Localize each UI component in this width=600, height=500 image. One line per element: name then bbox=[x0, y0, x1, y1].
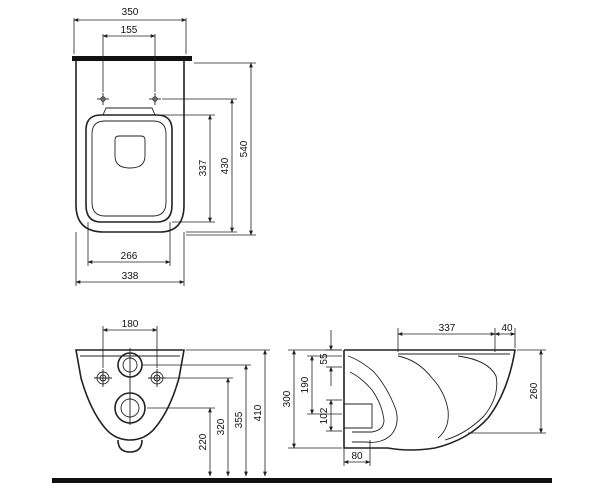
wall-mount-bar bbox=[72, 56, 192, 61]
top-view: 350 155 337 430 540 266 338 bbox=[72, 7, 256, 286]
front-body-outline bbox=[75, 349, 185, 441]
dim-overall-depth: 540 bbox=[239, 140, 250, 157]
dim-overall-height: 410 bbox=[253, 404, 264, 421]
dim-fixing-high: 355 bbox=[234, 411, 245, 428]
dim-outlet-height: 220 bbox=[198, 433, 209, 450]
bolt-hole-right bbox=[149, 93, 161, 105]
toilet-body-outline bbox=[75, 61, 185, 233]
dim-top-offset: 55 bbox=[319, 353, 330, 365]
dim-inner-width: 266 bbox=[121, 251, 138, 262]
seat-outline bbox=[85, 114, 173, 223]
inner-bowl-profile bbox=[444, 355, 498, 441]
trapway-inner bbox=[349, 371, 385, 433]
fixing-hole-right bbox=[148, 369, 166, 387]
seat-hinge bbox=[102, 107, 156, 116]
dim-pan-height: 190 bbox=[300, 376, 311, 393]
dim-waste-offset: 102 bbox=[319, 407, 330, 424]
side-view: 337 40 300 190 55 102 80 bbox=[282, 323, 546, 466]
dim-overall-width: 350 bbox=[122, 7, 139, 18]
bowl-inner-curve bbox=[397, 355, 449, 439]
bowl-opening bbox=[114, 135, 146, 169]
trapway bbox=[347, 355, 398, 443]
dim-fixing-spacing: 180 bbox=[122, 319, 139, 330]
dim-rim-offset: 40 bbox=[501, 323, 513, 334]
floor-line bbox=[52, 478, 552, 483]
dim-bolt-spacing: 155 bbox=[121, 25, 138, 36]
front-view: 180 220 320 355 410 bbox=[75, 319, 270, 477]
bolt-hole-left bbox=[97, 93, 109, 105]
dim-waste-depth: 80 bbox=[351, 451, 363, 462]
dim-projection: 337 bbox=[439, 323, 456, 334]
dim-bowl-height: 260 bbox=[529, 382, 540, 399]
side-wall-flange bbox=[343, 350, 388, 449]
dim-bowl-length: 430 bbox=[220, 157, 231, 174]
dim-fixing-low: 320 bbox=[216, 418, 227, 435]
outlet-pipe bbox=[344, 403, 373, 429]
dim-body-width: 338 bbox=[122, 271, 139, 282]
dim-waste-height: 300 bbox=[282, 390, 293, 407]
outlet-spigot bbox=[117, 439, 143, 453]
seat-inner-outline bbox=[91, 120, 167, 217]
dim-seat-distance: 337 bbox=[198, 159, 209, 176]
side-body-outline bbox=[344, 349, 516, 451]
fixing-hole-left bbox=[94, 369, 112, 387]
